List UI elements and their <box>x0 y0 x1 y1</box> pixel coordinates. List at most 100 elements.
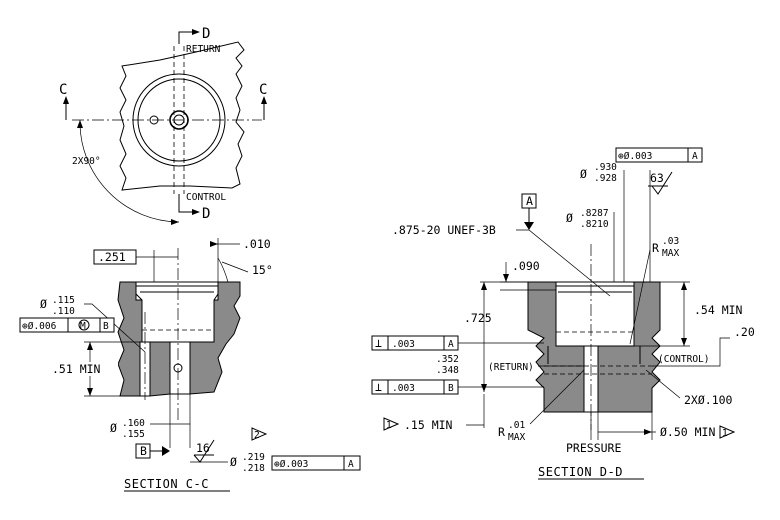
dia-symbol-160: Ø <box>110 421 117 435</box>
section-d-arrow-top <box>192 29 200 35</box>
dia-symbol-219: Ø <box>230 455 237 469</box>
return-label: RETURN <box>186 44 221 55</box>
perp2-value: .003 <box>392 383 415 394</box>
dim-010: .010 <box>243 237 271 251</box>
fcf-perp-a <box>371 335 459 351</box>
angle-arc <box>79 119 180 223</box>
thread-label: .875-20 UNEF-3B <box>392 223 496 237</box>
note-flag-2-triangle <box>251 427 268 441</box>
dia-symbol-8287: Ø <box>566 211 573 225</box>
r01-max: MAX <box>508 432 525 443</box>
dim-54-arrow <box>681 282 687 290</box>
section-dd-view: Ø .930 .928 ⊕Ø.003 A 63 A .875-20 UNEF-3… <box>371 147 755 480</box>
fcf-position-003-top-value: ⊕Ø.003 <box>618 151 652 162</box>
section-c-arrow-right <box>261 96 267 104</box>
angle-arrow-start <box>77 120 83 128</box>
fcf-position-003-cc-value: ⊕Ø.003 <box>274 459 308 470</box>
section-dd-title: SECTION D-D <box>538 465 623 479</box>
dim-20-leader <box>652 337 730 367</box>
section-c-arrow-left <box>63 96 69 104</box>
dim-090-arrow <box>503 274 509 282</box>
fcf-position-003-cc-datum: A <box>348 459 354 470</box>
finish-16: 16 <box>196 441 210 455</box>
angle-15-arc <box>217 257 229 283</box>
return-label-dd: (RETURN) <box>488 362 534 373</box>
fcf-position-006-value: ⊕Ø.006 <box>22 321 57 332</box>
angle-label: 2X90° <box>72 156 101 167</box>
note-flag-2: 2 <box>254 430 260 441</box>
dia-160: .160 <box>122 418 145 429</box>
dia-928: .928 <box>594 173 617 184</box>
r01-r: R <box>498 425 505 439</box>
r03-max: MAX <box>662 248 679 259</box>
datum-a-triangle <box>524 222 534 230</box>
dim-20: .20 <box>734 325 755 339</box>
dia-8287: .8287 <box>580 208 609 219</box>
finish-63: 63 <box>650 171 664 185</box>
dia-930: .930 <box>594 162 617 173</box>
section-d-arrow-bottom <box>192 209 200 215</box>
dia-8210: .8210 <box>580 219 609 230</box>
r01-value: .01 <box>508 420 525 431</box>
note-flag-1-triangle <box>383 417 400 431</box>
dim-51-arrow <box>87 388 93 396</box>
section-d-marker-bottom <box>178 194 196 213</box>
dim-090: .090 <box>512 259 540 273</box>
perp1-datum: A <box>448 339 454 350</box>
mmc-circle <box>78 319 90 331</box>
dia-155: .155 <box>122 429 145 440</box>
dia-50min: Ø.50 MIN <box>660 425 715 439</box>
section-cc-view: .251 .010 15° Ø .115 .110 ⊕Ø.006 M B .51… <box>19 237 361 492</box>
finish-63-symbol <box>651 171 673 195</box>
dim-51-arrow <box>87 342 93 350</box>
control-label-dd: (CONTROL) <box>658 354 709 365</box>
section-cc-title: SECTION C-C <box>124 477 209 491</box>
angle-15-leader <box>221 261 249 273</box>
dim-352: .352 <box>436 354 459 365</box>
datum-b: B <box>140 444 147 458</box>
dim-251: .251 <box>98 250 126 264</box>
dia-50-arrow <box>644 429 652 435</box>
r03-r: R <box>652 241 659 255</box>
dim-010-arrow <box>210 241 218 247</box>
datum-b-triangle <box>162 446 170 456</box>
dim-54-arrow <box>681 338 687 346</box>
dia-symbol-115: Ø <box>40 297 47 311</box>
angle-15: 15° <box>252 263 273 277</box>
perp2-datum: B <box>448 383 454 394</box>
section-cc-bore <box>135 281 219 343</box>
note-flag-1b: 1 <box>722 428 728 439</box>
top-view: C C D RETURN D CONTROL 2X90° <box>59 26 267 225</box>
fcf-position-003-top <box>615 147 703 163</box>
dia-218: .218 <box>242 463 265 474</box>
hole-label: 2XØ.100 <box>684 393 733 407</box>
r03-value: .03 <box>662 236 679 247</box>
dim-54min: .54 MIN <box>694 303 743 317</box>
dim-725-arrow <box>481 282 487 290</box>
dia-115-leader <box>84 303 146 353</box>
section-d-marker-top <box>178 31 196 44</box>
perp-symbol-b: ⊥ <box>375 380 382 394</box>
section-c-letter-right: C <box>259 82 267 98</box>
dia-110: .110 <box>52 306 75 317</box>
dia-219: .219 <box>242 452 265 463</box>
perp1-value: .003 <box>392 339 415 350</box>
note-flag-1b-triangle <box>719 425 736 439</box>
perp-symbol-a: ⊥ <box>375 336 382 350</box>
fcf-perp-b <box>371 379 459 395</box>
dim-51-bg <box>50 362 118 376</box>
section-c-letter-left: C <box>59 82 67 98</box>
mmc-modifier: M <box>80 321 86 332</box>
r01-leader <box>529 369 585 425</box>
dim-725: .725 <box>464 311 492 325</box>
r03-leader <box>629 249 651 345</box>
top-view-body-outline <box>119 41 245 191</box>
thread-leader <box>516 229 611 297</box>
fcf-position-003-top-datum: A <box>692 151 698 162</box>
fcf-position-003-cc <box>271 455 361 471</box>
dim-51min: .51 MIN <box>52 362 101 376</box>
angle-arrow-end <box>171 219 179 225</box>
dia-symbol-930: Ø <box>580 167 587 181</box>
dia-115: .115 <box>52 295 75 306</box>
